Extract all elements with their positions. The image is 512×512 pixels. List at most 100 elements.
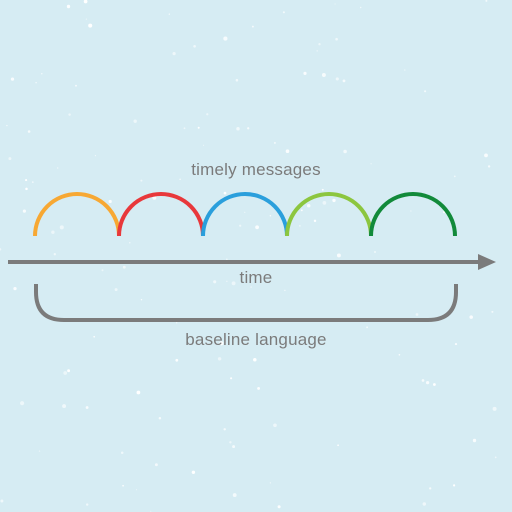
snow-speckle bbox=[299, 225, 301, 227]
snow-speckle bbox=[83, 0, 88, 4]
snow-speckle bbox=[152, 195, 157, 200]
snow-speckle bbox=[231, 281, 236, 286]
snow-speckle bbox=[85, 18, 88, 20]
snow-speckle bbox=[232, 493, 237, 498]
snow-speckle bbox=[53, 253, 56, 256]
snow-speckle bbox=[239, 224, 242, 227]
snow-speckle bbox=[57, 167, 59, 169]
snow-speckle bbox=[321, 73, 326, 77]
snow-speckle bbox=[316, 50, 318, 52]
snow-speckle bbox=[217, 357, 222, 361]
snow-speckle bbox=[335, 37, 338, 41]
snow-speckle bbox=[269, 215, 272, 217]
snow-speckle bbox=[183, 127, 186, 130]
snow-speckle bbox=[285, 149, 290, 153]
timely-messages-label: timely messages bbox=[191, 160, 321, 179]
snow-speckle bbox=[235, 78, 239, 82]
snow-speckle bbox=[75, 84, 77, 87]
snow-speckle bbox=[94, 155, 96, 157]
snow-speckle bbox=[59, 225, 64, 230]
snow-speckle bbox=[41, 72, 43, 75]
snow-speckle bbox=[158, 417, 162, 420]
snow-speckle bbox=[25, 179, 28, 182]
snow-speckle bbox=[279, 168, 281, 170]
snow-speckle bbox=[38, 450, 41, 452]
snow-speckle bbox=[398, 353, 401, 356]
snow-speckle bbox=[140, 298, 143, 301]
snow-speckle bbox=[108, 199, 112, 204]
snow-speckle bbox=[229, 441, 232, 444]
snow-speckle bbox=[63, 371, 68, 375]
snow-speckle bbox=[85, 406, 89, 409]
snow-speckle bbox=[226, 258, 228, 260]
snow-speckle bbox=[299, 337, 302, 340]
time-axis-label: time bbox=[239, 268, 273, 287]
snow-speckle bbox=[273, 423, 277, 428]
snow-speckle bbox=[62, 404, 67, 409]
snow-speckle bbox=[421, 379, 425, 382]
snow-speckle bbox=[424, 90, 427, 93]
snow-speckle bbox=[410, 210, 412, 212]
snow-speckle bbox=[442, 210, 446, 214]
snow-speckle bbox=[469, 315, 473, 319]
snow-speckle bbox=[306, 203, 311, 208]
snow-speckle bbox=[370, 163, 372, 165]
snow-speckle bbox=[303, 71, 307, 75]
snow-speckle bbox=[313, 219, 317, 223]
snow-speckle bbox=[122, 484, 124, 487]
snow-speckle bbox=[332, 198, 336, 203]
snow-speckle bbox=[269, 482, 272, 484]
message-arc-3 bbox=[201, 192, 289, 237]
snow-speckle bbox=[253, 358, 257, 362]
snow-speckle bbox=[136, 390, 141, 395]
baseline-language-label: baseline language bbox=[185, 330, 327, 349]
snow-speckle bbox=[277, 505, 281, 509]
snow-speckle bbox=[197, 126, 200, 129]
snow-speckle bbox=[191, 470, 196, 475]
snow-speckle bbox=[247, 127, 250, 130]
snow-speckle bbox=[494, 456, 497, 459]
snow-speckle bbox=[93, 335, 96, 338]
snow-speckle bbox=[13, 286, 17, 291]
snow-speckle bbox=[51, 230, 55, 234]
snow-speckle bbox=[282, 11, 285, 14]
snow-speckle bbox=[300, 209, 303, 212]
snow-speckle bbox=[168, 13, 170, 15]
snow-speckle bbox=[422, 502, 427, 506]
snow-speckle bbox=[453, 175, 456, 178]
snow-speckle bbox=[154, 463, 158, 467]
snow-speckle bbox=[343, 149, 347, 154]
message-arc-2 bbox=[117, 192, 205, 237]
snow-speckle bbox=[133, 119, 137, 123]
snow-speckle bbox=[101, 269, 104, 272]
message-arc-5 bbox=[369, 192, 457, 237]
snow-speckle bbox=[322, 201, 327, 205]
snow-speckle bbox=[35, 82, 37, 84]
snow-speckle bbox=[219, 341, 224, 346]
snow-speckle bbox=[484, 153, 488, 158]
snow-speckle bbox=[452, 484, 456, 487]
snow-speckle bbox=[176, 322, 178, 324]
snow-speckle bbox=[85, 503, 89, 506]
snow-speckle bbox=[432, 383, 436, 386]
snow-speckle bbox=[67, 369, 71, 373]
snow-speckle bbox=[223, 36, 228, 41]
snow-speckle bbox=[491, 310, 494, 313]
snow-speckle bbox=[454, 343, 458, 346]
message-arcs bbox=[33, 192, 457, 237]
snow-speckle bbox=[472, 438, 477, 443]
snow-speckle bbox=[492, 406, 497, 411]
snow-speckle bbox=[244, 211, 246, 213]
snow-speckle bbox=[8, 157, 12, 161]
snow-speckle bbox=[359, 6, 362, 9]
snow-speckle bbox=[213, 280, 217, 284]
snow-speckle bbox=[230, 377, 233, 380]
snow-speckle bbox=[25, 187, 28, 191]
message-arc-4 bbox=[285, 192, 373, 237]
snow-speckle bbox=[257, 386, 261, 390]
snow-speckle bbox=[273, 141, 276, 144]
snow-speckle bbox=[223, 428, 226, 431]
snow-speckle bbox=[136, 489, 138, 491]
snow-speckle bbox=[66, 4, 71, 9]
